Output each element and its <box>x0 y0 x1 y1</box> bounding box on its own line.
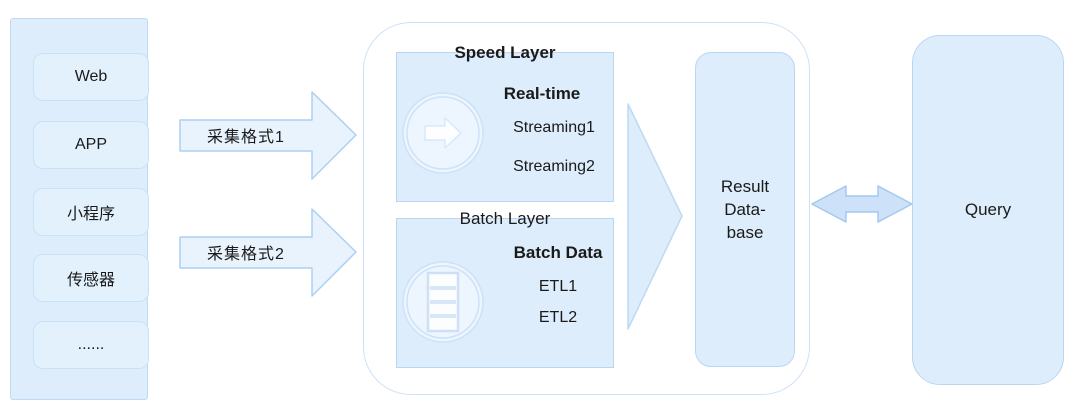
result-database-box: Result Data- base <box>695 52 795 367</box>
ingest-arrow-1-label: 采集格式1 <box>207 128 285 146</box>
result-database-line: Result <box>720 177 770 196</box>
source-node-more: ...... <box>33 321 149 369</box>
query-box: Query <box>912 35 1064 385</box>
result-database-label: Result Data- base <box>696 175 794 244</box>
merge-arrow-icon <box>627 103 683 330</box>
source-node-sensor: 传感器 <box>33 254 149 302</box>
source-label: 传感器 <box>66 272 115 289</box>
source-label: Web <box>74 68 108 85</box>
speed-layer-title: Speed Layer <box>454 43 556 62</box>
batch-layer-title: Batch Layer <box>459 209 551 228</box>
result-database-line: Data- <box>724 200 766 219</box>
data-sources-panel: Web APP 小程序 传感器 ...... <box>10 18 149 400</box>
source-label: ...... <box>77 336 105 353</box>
source-label: APP <box>74 136 107 153</box>
source-node-miniprogram: 小程序 <box>33 188 149 236</box>
speed-layer-heading: Real-time <box>503 84 581 103</box>
arrow-right-circle-icon <box>402 92 484 174</box>
source-label: 小程序 <box>66 206 115 223</box>
batch-layer-item: ETL2 <box>538 309 578 326</box>
source-node-web: Web <box>33 53 149 101</box>
source-node-app: APP <box>33 121 149 169</box>
table-circle-icon <box>402 261 484 343</box>
batch-layer-item: ETL1 <box>538 278 578 295</box>
batch-layer-heading: Batch Data <box>513 243 603 262</box>
query-label: Query <box>964 200 1012 219</box>
ingest-arrow-2-icon <box>179 208 357 297</box>
result-database-line: base <box>726 223 764 242</box>
ingest-arrow-1-icon <box>179 91 357 180</box>
speed-layer-item: Streaming2 <box>513 158 595 175</box>
speed-layer-item: Streaming1 <box>513 119 595 136</box>
double-arrow-icon <box>811 185 913 223</box>
ingest-arrow-2-label: 采集格式2 <box>207 245 285 263</box>
